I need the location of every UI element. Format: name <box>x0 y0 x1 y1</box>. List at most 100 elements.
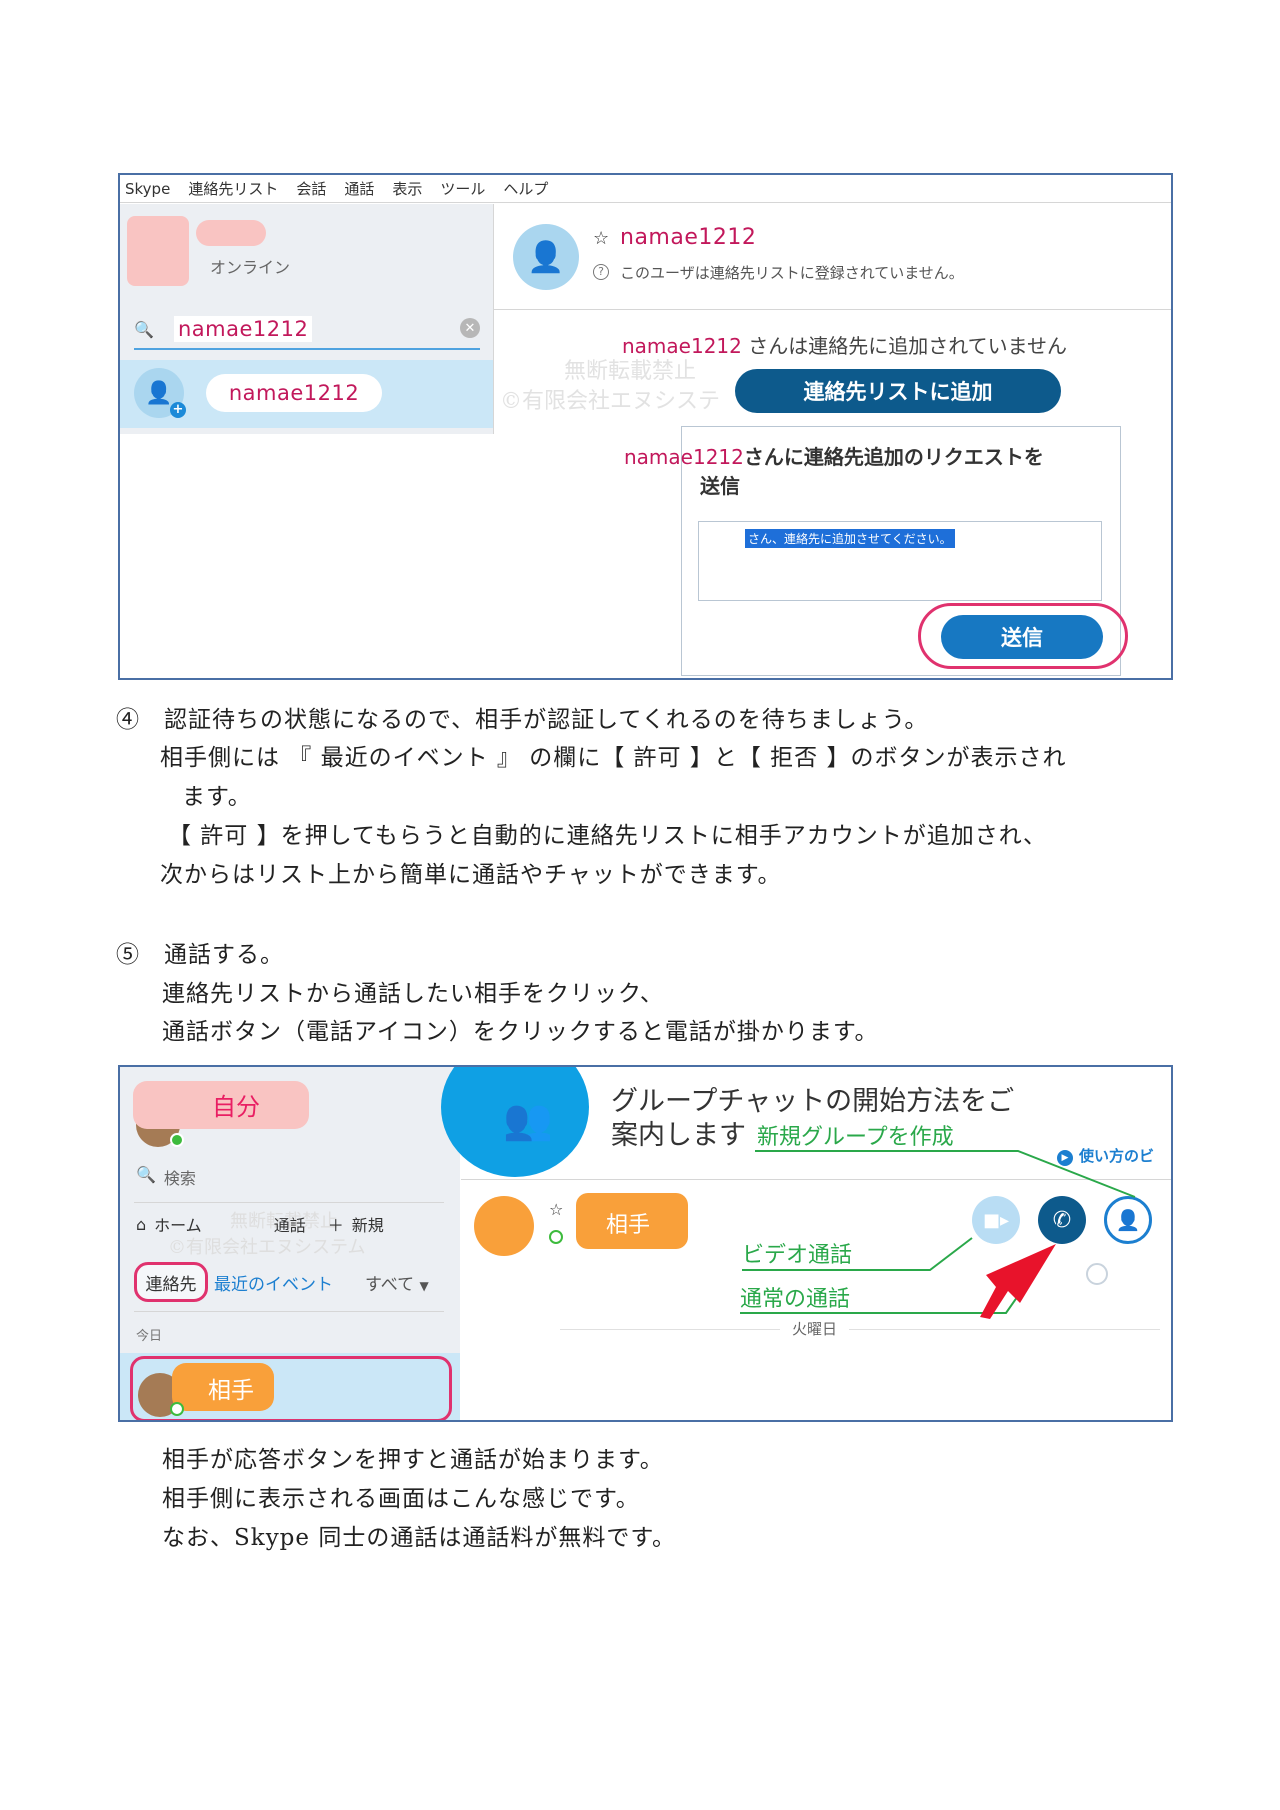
home-icon: ⌂ <box>136 1214 147 1234</box>
dialog-title: namae1212さんに連絡先追加のリクエストを 送信 <box>624 443 1114 501</box>
step4-heading: ④ 認証待ちの状態になるので、相手が認証してくれるのを待ちましょう。 <box>116 707 929 733</box>
search-value: namae1212 <box>174 316 313 342</box>
video-call-button[interactable]: ■▸ <box>972 1196 1020 1244</box>
nav-home[interactable]: ホーム <box>154 1216 202 1235</box>
dialog-title-text: さんに連絡先追加のリクエストを <box>743 445 1044 469</box>
menu-conversation[interactable]: 会話 <box>296 180 327 198</box>
clear-icon[interactable]: ✕ <box>460 318 480 338</box>
add-person-icon: 👤 <box>1115 1208 1141 1232</box>
menu-tools[interactable]: ツール <box>440 180 486 198</box>
menu-call[interactable]: 通話 <box>344 180 375 198</box>
online-status-icon <box>170 1133 184 1147</box>
profile-avatar[interactable] <box>127 216 189 286</box>
label-normal-call: 通常の通話 <box>740 1287 851 1312</box>
watermark-line-1: 無断転載禁止 <box>230 1211 338 1232</box>
self-name-mask <box>133 1081 309 1129</box>
nav-bar: ⌂ ホーム 通話 ＋ 新規 <box>136 1212 384 1236</box>
closing-line-3: なお、Skype 同士の通話は通話料が無料です。 <box>162 1525 677 1551</box>
filter-all[interactable]: すべて ▼ <box>365 1270 429 1295</box>
step5-heading: ⑤ 通話する。 <box>116 942 284 968</box>
step5-line-1: 連絡先リストから通話したい相手をクリック、 <box>162 981 664 1007</box>
dialog-name: namae1212 <box>624 445 744 469</box>
status-text[interactable]: オンライン <box>210 258 291 277</box>
sidebar: オンライン 🔍 namae1212 ✕ 👤 + namae1212 <box>120 204 493 434</box>
watermark: 無断転載禁止 ©有限会社エヌシステム <box>168 1209 365 1261</box>
search-input[interactable]: 🔍 検索 <box>136 1165 196 1189</box>
filter-all-label: すべて <box>365 1274 415 1295</box>
divider <box>134 1202 444 1203</box>
watermark: 無断転載禁止 ©有限会社エヌシステ <box>500 357 720 417</box>
header-divider <box>494 309 1171 310</box>
red-arrow <box>980 1244 1056 1319</box>
globe-icon <box>1086 1263 1108 1285</box>
result-name: namae1212 <box>206 374 382 412</box>
chevron-down-icon: ▼ <box>419 1278 429 1293</box>
menu-bar: Skype 連絡先リスト 会話 通話 表示 ツール ヘルプ <box>120 175 1171 203</box>
highlight-ring <box>130 1356 452 1420</box>
not-added-text: さんは連絡先に追加されていません <box>741 334 1068 358</box>
contact-avatar <box>474 1196 534 1256</box>
date-divider <box>560 1329 1160 1330</box>
closing-line-1: 相手が応答ボタンを押すと通話が始まります。 <box>162 1447 664 1473</box>
nav-call[interactable]: 通話 <box>273 1216 306 1235</box>
step4-line-4: 次からはリスト上から簡単に通話やチャットができます。 <box>160 862 782 888</box>
menu-view[interactable]: 表示 <box>392 180 423 198</box>
step4-line-2: ます。 <box>182 784 252 810</box>
group-icon: 👥 <box>441 1067 589 1177</box>
screenshot-add-contact: Skype 連絡先リスト 会話 通話 表示 ツール ヘルプ オンライン 🔍 na… <box>118 173 1173 680</box>
step4-line-1: 相手側には 『 最近のイベント 』 の欄に【 許可 】と【 拒否 】のボタンが表… <box>160 745 1067 771</box>
self-name: 自分 <box>212 1093 260 1121</box>
call-button[interactable]: ✆ <box>1038 1196 1086 1244</box>
step5-line-2: 通話ボタン（電話アイコン）をクリックすると電話が掛かります。 <box>162 1019 879 1045</box>
not-added-message: namae1212 さんは連絡先に追加されていません <box>622 330 1067 359</box>
add-person-button[interactable]: 👤 <box>1104 1196 1152 1244</box>
message-textarea[interactable]: さん、連絡先に追加させてください。 <box>698 521 1102 601</box>
nav-new[interactable]: 新規 <box>351 1216 384 1235</box>
star-icon[interactable]: ☆ <box>549 1200 564 1219</box>
search-input[interactable]: 🔍 namae1212 ✕ <box>134 310 480 350</box>
usage-link-label: 使い方のビ <box>1079 1147 1155 1165</box>
new-group-link[interactable]: 新規グループを作成 <box>757 1125 954 1150</box>
group-chat-banner: 👥 グループチャットの開始方法をご 案内します 新規グループを作成 ▶ 使い方のビ <box>441 1067 1171 1179</box>
watermark-line-2: ©有限会社エヌシステム <box>168 1237 366 1258</box>
pointer-line-new-group <box>755 1150 1136 1198</box>
pane-divider <box>493 204 494 434</box>
menu-help[interactable]: ヘルプ <box>503 180 549 198</box>
tab-recent-events[interactable]: 最近のイベント <box>214 1274 333 1295</box>
video-camera-icon: ■▸ <box>982 1209 1010 1231</box>
send-button[interactable]: 送信 <box>941 615 1103 659</box>
phone-icon: ✆ <box>1052 1207 1072 1233</box>
date-label: 火曜日 <box>780 1318 850 1339</box>
tab-contacts[interactable]: 連絡先 <box>134 1262 208 1302</box>
group-title-line-2: 案内します <box>611 1120 746 1151</box>
watermark-line-1: 無断転載禁止 <box>564 359 697 384</box>
not-added-name: namae1212 <box>622 334 742 358</box>
watermark-line-2: ©有限会社エヌシステ <box>500 389 721 414</box>
add-badge-icon: + <box>170 402 186 418</box>
menu-skype[interactable]: Skype <box>125 179 171 198</box>
pointer-line-video <box>742 1237 973 1271</box>
search-icon: 🔍 <box>134 319 154 339</box>
group-title: グループチャットの開始方法をご 案内します <box>611 1085 1014 1153</box>
profile-name-mask <box>196 220 266 246</box>
search-icon: 🔍 <box>136 1165 156 1184</box>
contact-avatar: 👤 <box>513 224 579 290</box>
plus-icon: ＋ <box>327 1216 344 1235</box>
message-text: さん、連絡先に追加させてください。 <box>745 529 955 548</box>
divider <box>461 1179 1171 1180</box>
add-to-contacts-button[interactable]: 連絡先リストに追加 <box>735 369 1061 413</box>
search-result-item[interactable]: 👤 + namae1212 <box>120 360 493 428</box>
closing-line-2: 相手側に表示される画面はこんな感じです。 <box>162 1486 640 1512</box>
star-icon[interactable]: ☆ <box>593 228 610 249</box>
info-icon: ? <box>593 264 609 280</box>
status-icon <box>549 1230 563 1244</box>
contact-name-mask <box>576 1193 688 1249</box>
usage-video-link[interactable]: ▶ 使い方のビ <box>1057 1145 1154 1166</box>
play-icon: ▶ <box>1057 1150 1073 1166</box>
contact-name: namae1212 <box>620 225 757 250</box>
partner-name-mask <box>172 1363 274 1411</box>
today-label: 今日 <box>136 1329 163 1344</box>
user-icon: 👤 <box>134 368 184 418</box>
divider <box>134 1311 444 1312</box>
menu-contacts[interactable]: 連絡先リスト <box>188 180 279 198</box>
